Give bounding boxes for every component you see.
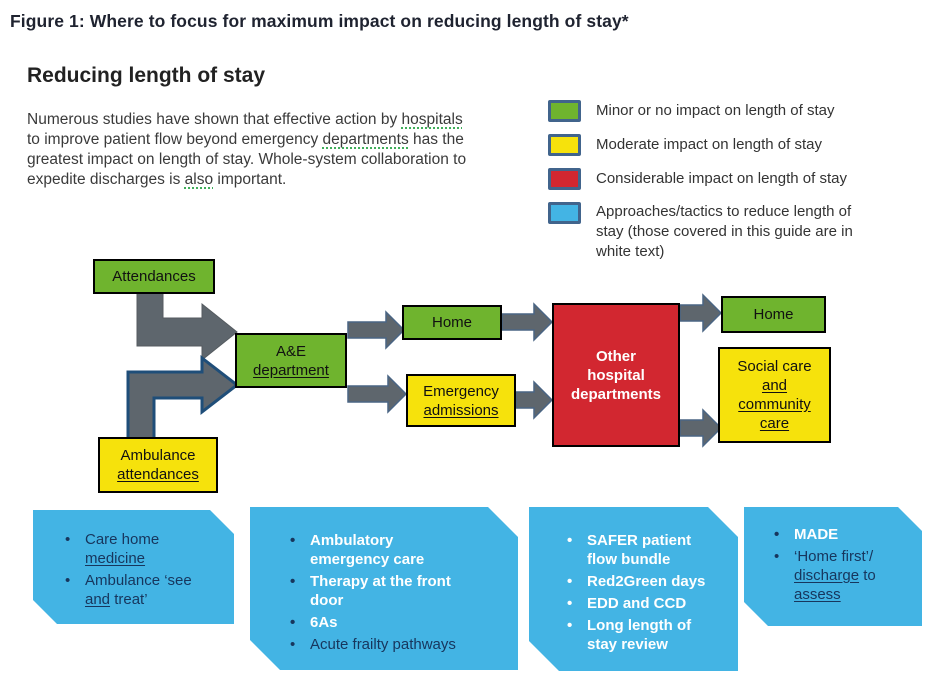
flow-box-label-underlined: admissions — [423, 401, 499, 419]
bullet-text-underlined: and — [85, 591, 111, 608]
flow-box-social-care: Social care and community care — [718, 347, 831, 443]
flow-box-label: Social care — [737, 358, 812, 375]
callout-list: Ambulatory emergency care Therapy at the… — [286, 531, 508, 654]
bullet-item: SAFER patient flow bundle — [563, 531, 732, 569]
flow-box-ambulance-attendances: Ambulance attendances — [98, 437, 218, 493]
flow-box-other-hospital-departments: Other hospital departments — [552, 303, 680, 447]
panel-heading: Reducing length of stay — [27, 64, 266, 87]
elbow-arrow-ambulance-to-ae — [126, 354, 240, 442]
callout-box-ae: Ambulatory emergency care Therapy at the… — [250, 507, 518, 670]
bullet-item: Care home medicine — [61, 530, 222, 568]
legend-item-moderate: Moderate impact on length of stay — [548, 134, 923, 156]
bullet-item: EDD and CCD — [563, 594, 732, 613]
flow-box-label-underlined: attendances — [117, 466, 199, 483]
legend: Minor or no impact on length of stay Mod… — [548, 100, 923, 262]
flow-box-ae-department: A&E department — [235, 333, 347, 388]
callout-box-wards: SAFER patient flow bundle Red2Green days… — [529, 507, 738, 671]
flow-box-emergency-admissions: Emergency admissions — [406, 374, 516, 427]
callout-box-discharge: MADE ‘Home first’/ discharge to assess — [744, 507, 922, 626]
bullet-text: Long length of stay review — [587, 617, 692, 653]
legend-item-approaches: Approaches/tactics to reduce length of s… — [548, 202, 923, 262]
legend-label: Minor or no impact on length of stay — [596, 102, 835, 119]
legend-swatch-red — [548, 168, 581, 190]
legend-label: Approaches/tactics to reduce length of s… — [596, 203, 853, 260]
intro-text: Numerous studies have shown that effecti… — [27, 111, 402, 128]
arrow-ae-to-home — [347, 310, 406, 350]
bullet-text: to — [863, 567, 876, 584]
legend-label: Moderate impact on length of stay — [596, 136, 822, 153]
bullet-text-underlined: discharge — [794, 567, 860, 584]
bullet-item: Long length of stay review — [563, 616, 732, 654]
callout-box-front-door: Care home medicine Ambulance ‘see and tr… — [33, 510, 234, 624]
flow-box-label: Emergency — [423, 382, 499, 400]
arrow-home-to-other-departments — [501, 302, 554, 342]
callout-list: SAFER patient flow bundle Red2Green days… — [563, 531, 732, 654]
bullet-text: Ambulance ‘see — [85, 572, 192, 589]
intro-underlined-word: also — [184, 171, 214, 188]
bullet-text: EDD and CCD — [587, 595, 687, 612]
arrow-other-departments-to-social-care — [679, 408, 723, 448]
intro-underlined-word: hospitals — [401, 111, 463, 128]
flow-box-label-underlined: community — [738, 396, 811, 413]
flow-box-label-underlined: care — [759, 415, 790, 432]
flow-box-label: Other — [595, 347, 636, 365]
intro-text: important. — [213, 171, 287, 188]
bullet-text: treat’ — [110, 591, 148, 608]
flow-box-attendances: Attendances — [93, 259, 215, 294]
intro-text: to improve patient flow beyond emergency — [27, 131, 323, 148]
legend-swatch-green — [548, 100, 581, 122]
bullet-text: MADE — [794, 526, 839, 543]
legend-swatch-blue — [548, 202, 581, 224]
legend-label: Considerable impact on length of stay — [596, 170, 847, 187]
intro-paragraph: Numerous studies have shown that effecti… — [27, 110, 475, 190]
flow-box-home-right: Home — [721, 296, 826, 333]
elbow-arrow-attendances-to-ae — [136, 292, 238, 362]
flow-box-label: Home — [431, 314, 472, 331]
flow-box-label: Home — [753, 306, 794, 323]
bullet-text: Ambulatory emergency care — [310, 532, 425, 568]
bullet-text: SAFER patient flow bundle — [587, 532, 692, 568]
bullet-item: Ambulance ‘see and treat’ — [61, 571, 222, 609]
flow-box-label: Attendances — [112, 268, 196, 285]
bullet-text: Red2Green days — [587, 573, 706, 590]
flow-box-label-underlined: department — [253, 361, 329, 379]
intro-text: has the greatest impact on length of sta… — [27, 131, 467, 188]
bullet-item: Ambulatory emergency care — [286, 531, 508, 569]
arrow-other-departments-to-home — [679, 293, 723, 333]
flow-box-label: Ambulance — [120, 447, 196, 464]
callout-list: MADE ‘Home first’/ discharge to assess — [770, 525, 916, 604]
bullet-text: Care home — [85, 531, 160, 548]
flow-box-label-underlined: and — [761, 377, 788, 394]
bullet-text: 6As — [310, 614, 338, 631]
arrow-emergency-to-other-departments — [515, 380, 554, 420]
callout-list: Care home medicine Ambulance ‘see and tr… — [61, 530, 222, 609]
flow-box-label: A&E — [275, 342, 306, 360]
intro-underlined-word: departments — [322, 131, 409, 148]
flow-box-label: hospital — [587, 366, 645, 384]
bullet-item: Acute frailty pathways — [286, 635, 508, 654]
flow-box-label: departments — [570, 385, 662, 403]
legend-item-considerable: Considerable impact on length of stay — [548, 168, 923, 190]
bullet-item: MADE — [770, 525, 916, 544]
bullet-text: Therapy at the front door — [310, 573, 451, 609]
bullet-item: Red2Green days — [563, 572, 732, 591]
bullet-item: Therapy at the front door — [286, 572, 508, 610]
bullet-item: ‘Home first’/ discharge to assess — [770, 547, 916, 604]
bullet-text: Acute frailty pathways — [310, 636, 456, 653]
figure-title: Figure 1: Where to focus for maximum imp… — [10, 11, 629, 31]
bullet-text: ‘Home first’/ — [794, 548, 874, 565]
bullet-text-underlined: assess — [794, 586, 841, 603]
arrow-ae-to-emergency — [347, 374, 408, 414]
bullet-text-underlined: medicine — [85, 550, 146, 567]
flow-box-home-left: Home — [402, 305, 502, 340]
legend-swatch-yellow — [548, 134, 581, 156]
legend-item-minor: Minor or no impact on length of stay — [548, 100, 923, 122]
bullet-item: 6As — [286, 613, 508, 632]
